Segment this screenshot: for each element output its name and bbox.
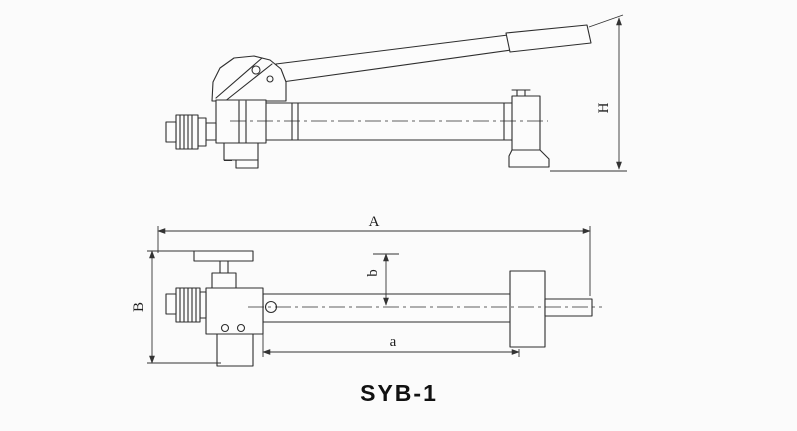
- extension-rod: [544, 298, 593, 317]
- t-handle-flange: [211, 272, 237, 289]
- dimension-A: A: [157, 214, 591, 296]
- end-foot: [508, 149, 550, 168]
- bolt-hole: [220, 323, 230, 333]
- linkage-line: [215, 57, 263, 99]
- coupler-knurl-body: [175, 114, 199, 150]
- model-label: SYB-1: [360, 380, 438, 406]
- coupler-side: [165, 114, 217, 150]
- end-block-plan: [509, 270, 546, 348]
- pump-barrel-plan: [262, 293, 519, 323]
- pivot-pin: [266, 75, 274, 83]
- pump-handle-arm: [275, 34, 512, 83]
- dimension-B: B: [131, 250, 221, 364]
- coupler-knurling: [179, 287, 197, 323]
- dim-label-H: H: [596, 102, 612, 113]
- relief-pin: [516, 89, 526, 97]
- coupler-cap: [165, 293, 177, 315]
- pump-handle-grip: [505, 24, 592, 53]
- bolt-hole: [236, 323, 246, 333]
- mount-bracket-step: [235, 159, 259, 169]
- dimension-H: H: [550, 14, 627, 172]
- dim-label-B: B: [131, 302, 147, 312]
- plan-view: [165, 250, 602, 367]
- pump-body-plan: [205, 287, 264, 335]
- foot-plan: [216, 333, 254, 367]
- pump-head: [211, 55, 287, 102]
- dim-label-b: b: [365, 269, 381, 277]
- coupler-flange: [197, 117, 207, 147]
- pivot-pin: [251, 65, 261, 75]
- pump-barrel-side: [261, 102, 533, 141]
- side-view: [165, 24, 592, 169]
- linkage-line: [223, 63, 273, 103]
- pump-body-side: [215, 99, 267, 144]
- coupler-knurling: [179, 114, 193, 150]
- coupler-cap: [165, 121, 177, 143]
- dimension-a: a: [262, 325, 520, 357]
- end-block-side: [511, 95, 541, 151]
- dimension-b: b: [365, 253, 399, 306]
- coupler-plan: [165, 287, 207, 323]
- t-handle-stem: [219, 260, 229, 274]
- dim-label-a: a: [390, 334, 397, 350]
- extension-line: [588, 14, 624, 28]
- coupler-flange: [199, 291, 207, 319]
- mount-bracket: [223, 142, 259, 161]
- t-handle-bar: [193, 250, 254, 262]
- dim-label-A: A: [369, 214, 380, 230]
- coupler-stub: [205, 122, 217, 141]
